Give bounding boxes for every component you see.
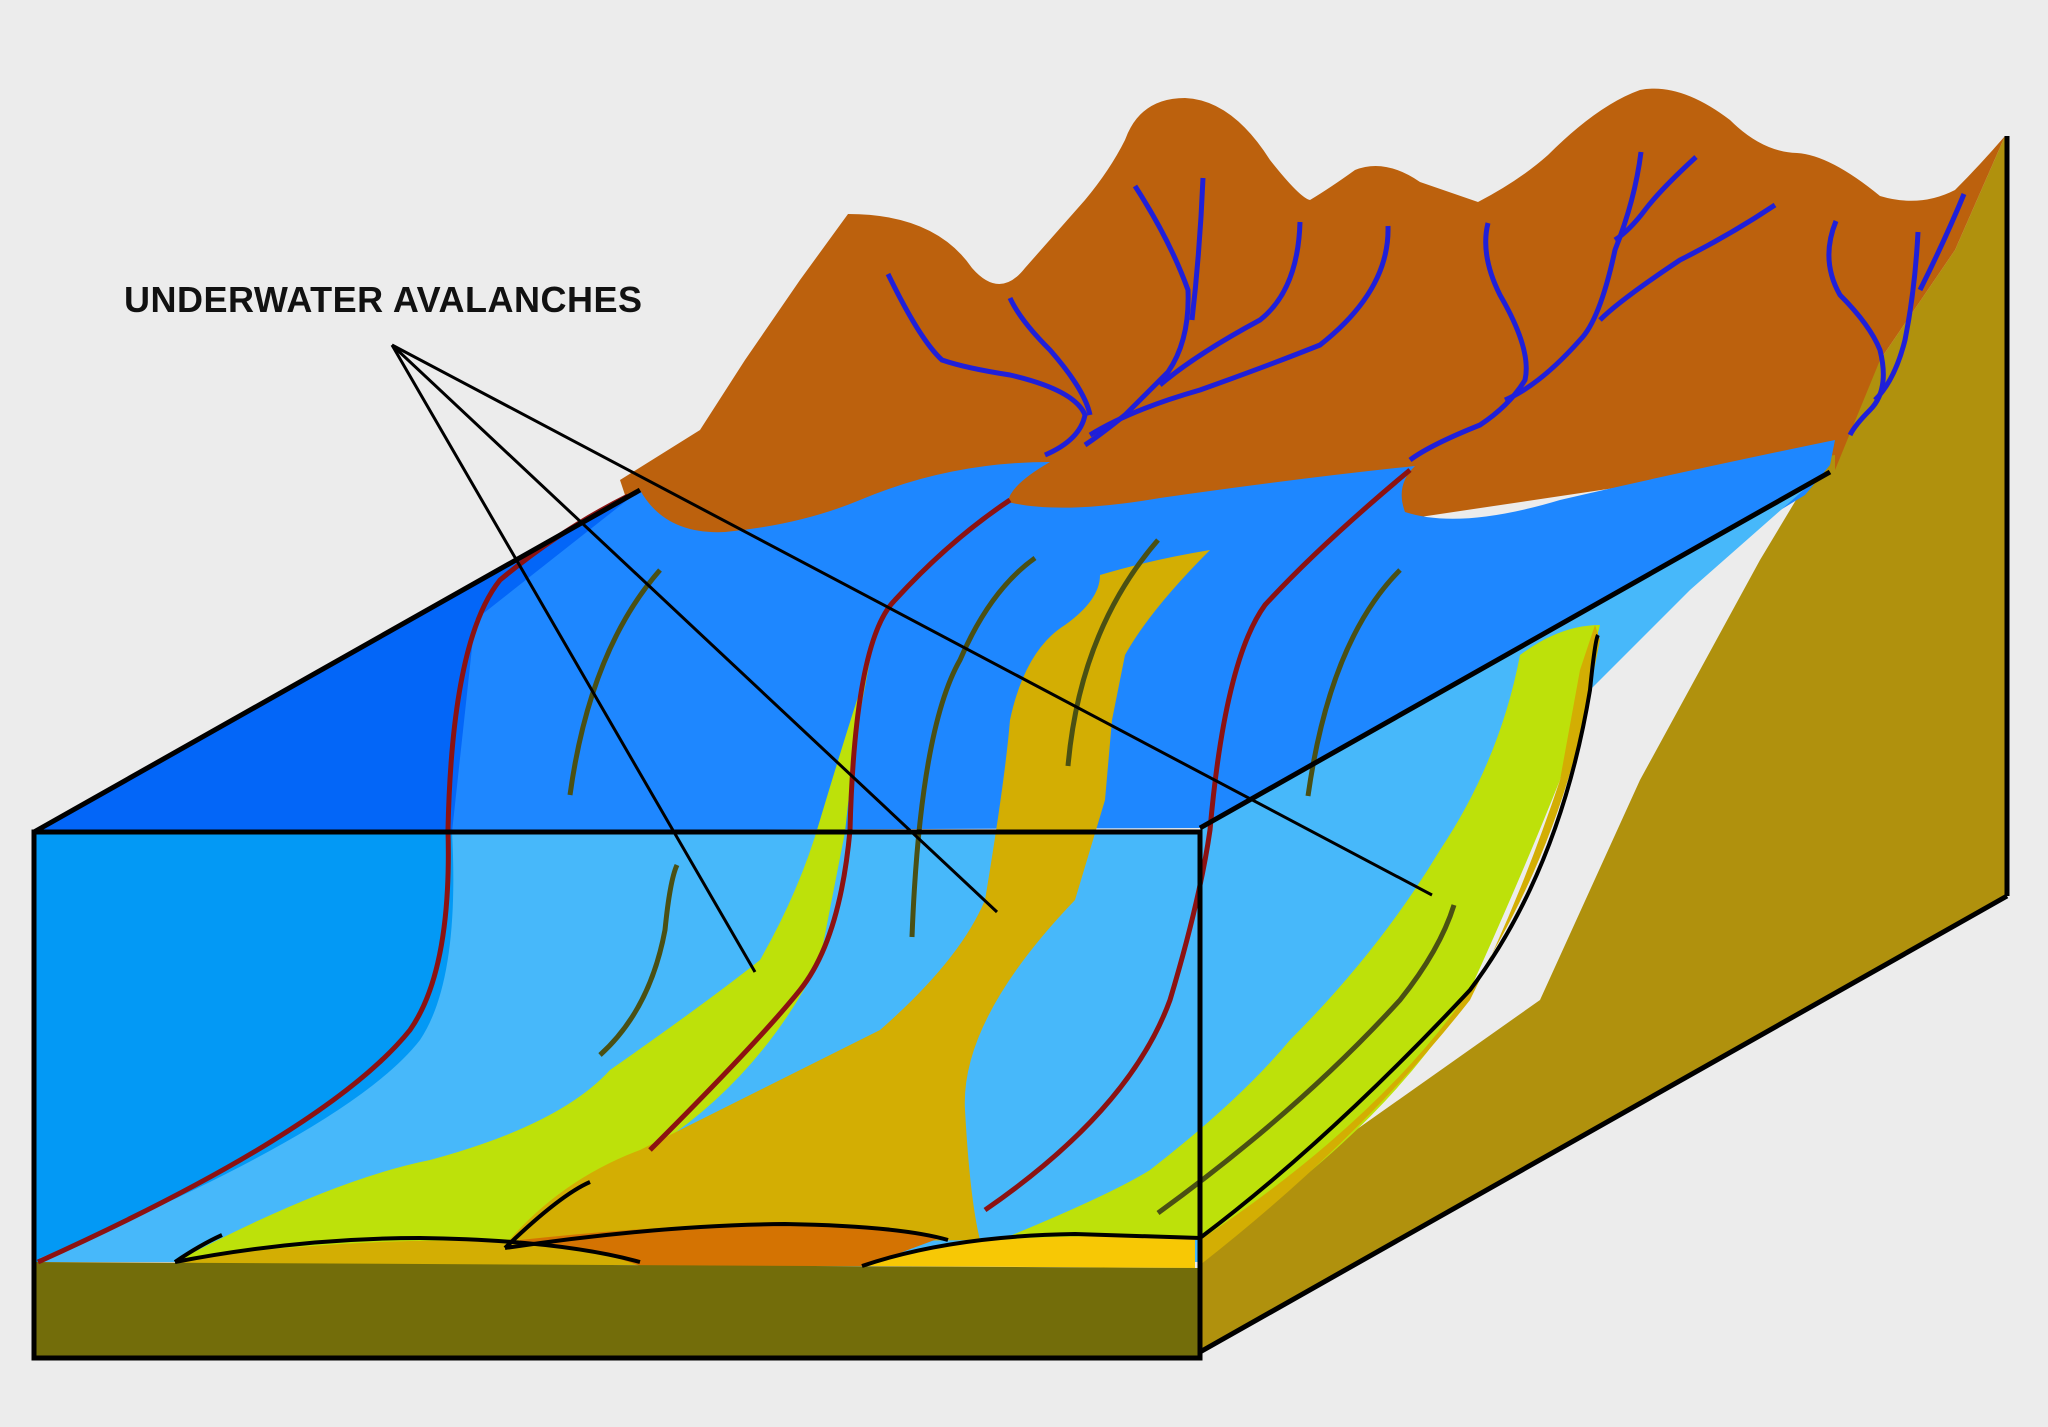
flow-lines-olive	[567, 538, 1457, 1216]
avalanche-green-right	[1000, 625, 1600, 1240]
flow-line-olive-5	[1305, 568, 1402, 797]
deposit-outline-center	[504, 1221, 949, 1250]
flow-line-olive-6	[1156, 904, 1457, 1216]
flow-line-red-1	[36, 493, 630, 1265]
flow-line-olive-1	[567, 568, 662, 796]
front-face-outline	[31, 829, 1203, 1361]
flow-line-olive-4	[1065, 538, 1160, 767]
river-10	[1598, 202, 1777, 322]
river-1	[885, 272, 1088, 458]
leader-3	[391, 343, 1433, 897]
sea-surface-top	[34, 440, 1835, 832]
leader-2	[390, 343, 999, 914]
seabed-front-face	[34, 1262, 1200, 1358]
top-right-edge	[1198, 469, 1832, 831]
river-4	[1189, 177, 1206, 321]
avalanche-gold-center	[505, 550, 1210, 1245]
leader-1	[390, 344, 757, 973]
river-11	[1826, 220, 1886, 437]
bottom-right-edge	[1198, 893, 2009, 1355]
flow-line-red-3	[983, 468, 1412, 1213]
slope-outline	[1198, 633, 1600, 1240]
deposit-outlines	[173, 633, 1600, 1268]
avalanche-green-left	[175, 660, 870, 1262]
river-network	[885, 151, 1967, 463]
river-6	[1088, 225, 1391, 438]
river-7	[1408, 222, 1529, 463]
river-9	[1613, 155, 1698, 243]
river-13	[1917, 193, 1967, 292]
slope-side-face	[1200, 136, 2007, 1352]
deposit-tail-center	[503, 1180, 591, 1250]
deposit-outline-right	[861, 1231, 1201, 1268]
flow-line-olive-2	[598, 863, 680, 1057]
river-8	[1504, 151, 1644, 403]
river-12	[1873, 231, 1921, 402]
deposit-yellow-right	[862, 1236, 1195, 1268]
callout-label: UNDERWATER AVALANCHES	[124, 279, 643, 320]
callout-leaders	[390, 343, 1433, 973]
river-5	[1158, 221, 1303, 387]
mountain-range	[620, 88, 2005, 545]
block-outline	[31, 136, 2010, 1361]
top-left-edge	[32, 487, 642, 835]
river-2	[1007, 296, 1093, 416]
deposit-outline-left	[174, 1235, 641, 1264]
deposit-tail-left	[173, 1233, 223, 1264]
